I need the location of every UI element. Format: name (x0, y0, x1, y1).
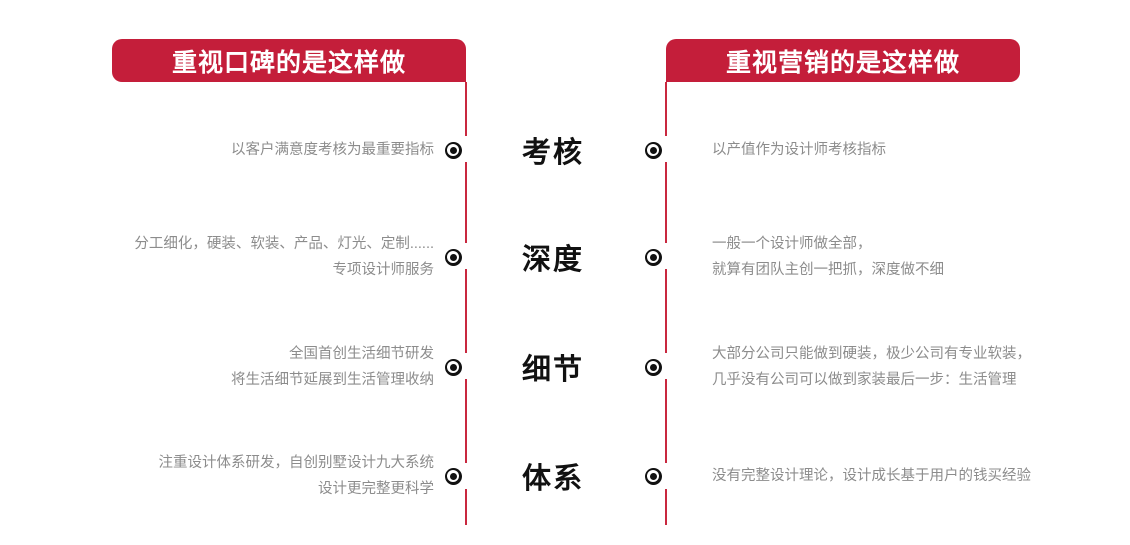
timeline-rail-left (465, 82, 467, 525)
bullseye-marker-icon (644, 141, 662, 159)
bullseye-marker-icon (644, 248, 662, 266)
comparison-row: 全国首创生活细节研发 将生活细节延展到生活管理收纳 细节 大部分公司只能做到硬装… (0, 336, 1130, 398)
header-badge-right: 重视营销的是这样做 (666, 39, 1020, 82)
rail-marker-left (440, 467, 466, 485)
rail-notch (664, 463, 668, 489)
row-label: 考核 (521, 137, 584, 169)
header-badge-left: 重视口碑的是这样做 (112, 39, 466, 82)
rail-notch (464, 463, 468, 489)
rail-marker-left (440, 141, 466, 159)
comparison-row: 分工细化，硬装、软装、产品、灯光、定制...... 专项设计师服务 深度 一般一… (0, 227, 1130, 287)
bullseye-marker-icon (444, 141, 462, 159)
comparison-row: 以客户满意度考核为最重要指标 考核 以产值作为设计师考核指标 (0, 120, 1130, 180)
rail-marker-left (440, 358, 466, 376)
rail-marker-right (640, 248, 666, 266)
bullseye-marker-icon (444, 358, 462, 376)
comparison-row: 注重设计体系研发，自创别墅设计九大系统 设计更完整更科学 体系 没有完整设计理论… (0, 446, 1130, 506)
row-right-text: 没有完整设计理论，设计成长基于用户的钱买经验 (712, 468, 1031, 484)
rail-notch (464, 243, 468, 269)
rail-notch (664, 353, 668, 379)
rail-marker-right (640, 467, 666, 485)
bullseye-marker-icon (644, 467, 662, 485)
row-label: 细节 (521, 354, 584, 386)
rail-notch (464, 136, 468, 162)
row-left-text: 注重设计体系研发，自创别墅设计九大系统 设计更完整更科学 (158, 455, 435, 497)
row-left-text: 全国首创生活细节研发 将生活细节延展到生活管理收纳 (231, 346, 434, 388)
timeline-rail-right (665, 82, 667, 525)
rail-notch (664, 136, 668, 162)
rail-marker-left (440, 248, 466, 266)
bullseye-marker-icon (644, 358, 662, 376)
row-right-text: 大部分公司只能做到硬装，极少公司有专业软装， 几乎没有公司可以做到家装最后一步：… (712, 346, 1031, 388)
row-label: 体系 (521, 463, 584, 495)
bullseye-marker-icon (444, 467, 462, 485)
rail-notch (464, 353, 468, 379)
row-left-text: 以客户满意度考核为最重要指标 (231, 142, 434, 158)
rail-marker-right (640, 141, 666, 159)
row-left-text: 分工细化，硬装、软装、产品、灯光、定制...... 专项设计师服务 (134, 236, 434, 278)
rail-marker-right (640, 358, 666, 376)
row-right-text: 一般一个设计师做全部， 就算有团队主创一把抓，深度做不细 (712, 236, 944, 278)
rail-notch (664, 243, 668, 269)
bullseye-marker-icon (444, 248, 462, 266)
row-right-text: 以产值作为设计师考核指标 (712, 142, 886, 158)
row-label: 深度 (521, 244, 584, 276)
